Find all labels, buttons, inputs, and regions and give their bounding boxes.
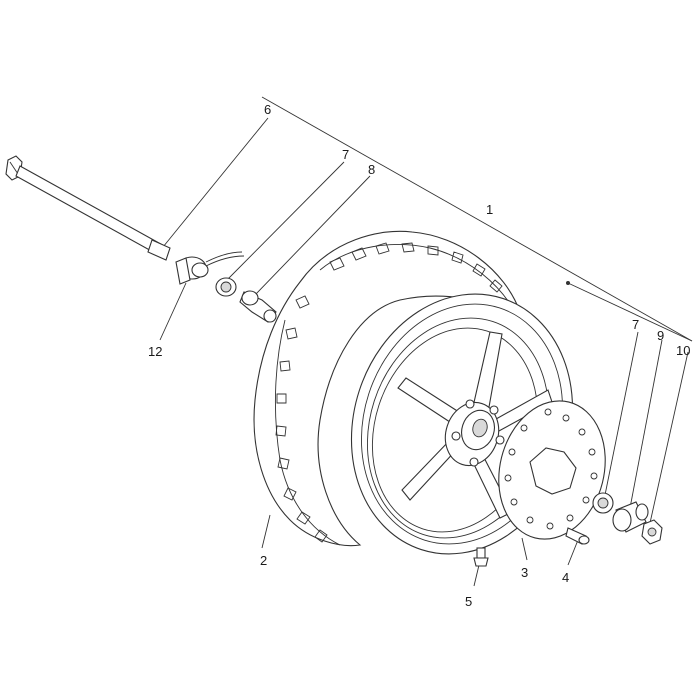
spacer-right <box>612 501 649 533</box>
callout-12: 12 <box>148 344 162 359</box>
leader-lines <box>159 96 693 587</box>
callout-7-right: 7 <box>632 317 639 332</box>
callout-2: 2 <box>260 553 267 568</box>
hub <box>444 399 505 467</box>
disc-screw <box>565 527 590 545</box>
callout-1: 1 <box>486 202 493 217</box>
reference-dot <box>566 281 570 285</box>
bearing-left <box>215 277 237 297</box>
callout-8: 8 <box>368 162 375 177</box>
callout-3: 3 <box>521 565 528 580</box>
spacer-bushing <box>239 290 277 323</box>
axle-nut <box>641 519 663 545</box>
callout-5: 5 <box>465 594 472 609</box>
tire-valve <box>473 547 489 567</box>
tire <box>253 230 521 547</box>
speedometer-drive <box>175 251 245 285</box>
callout-4: 4 <box>562 570 569 585</box>
tread-pattern <box>275 242 503 543</box>
disc-holes <box>504 408 598 530</box>
callout-6: 6 <box>264 102 271 117</box>
axle-bolt <box>5 155 171 261</box>
callout-9: 9 <box>657 328 664 343</box>
callout-10: 10 <box>676 343 690 358</box>
brake-disc <box>498 400 606 540</box>
callout-labels: 6 7 8 1 12 7 9 10 2 3 4 5 <box>148 102 690 609</box>
bearing-right <box>592 492 614 514</box>
callout-7-left: 7 <box>342 147 349 162</box>
